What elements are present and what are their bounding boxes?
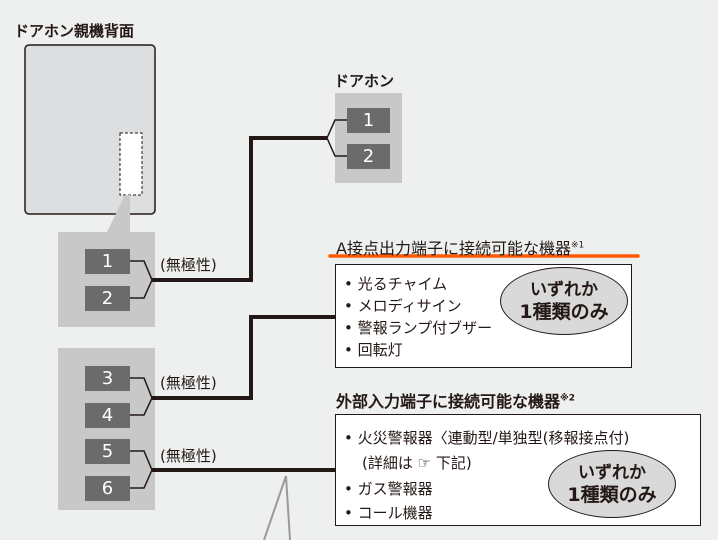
- main-wires: [152, 136, 336, 472]
- detail-reference: (詳細は ☞ 下記): [362, 454, 472, 472]
- external-input-title: 外部入力端子に接続可能な機器※2: [336, 388, 575, 412]
- note-mark: ※2: [560, 393, 576, 404]
- pointer-line: [263, 475, 287, 540]
- terminal-2: 2: [85, 286, 130, 311]
- main-unit-title: ドアホン親機背面: [14, 22, 135, 40]
- terminal-5: 5: [85, 439, 130, 464]
- doorphone-title: ドアホン: [334, 72, 395, 90]
- external-input-title-text: 外部入力端子に接続可能な機器: [336, 392, 561, 411]
- badge-line: 1種類のみ: [567, 484, 657, 506]
- terminal-panel-1: [58, 232, 155, 327]
- a-contact-title-text: A接点出力端子に接続可能な機器: [336, 239, 571, 258]
- list-item: • 火災警報器〈連動型/単独型(移報接点付): [344, 429, 630, 447]
- list-item: • 警報ランプ付ブザー: [344, 319, 493, 337]
- terminal-4: 4: [85, 403, 130, 428]
- badge-line: いずれか: [530, 280, 598, 300]
- list-item: • 光るチャイム: [344, 275, 448, 293]
- doorphone-panel: [335, 93, 402, 183]
- a-contact-title: A接点出力端子に接続可能な機器※1: [336, 235, 584, 259]
- list-item: • メロディサイン: [344, 297, 462, 315]
- pointer-line: [285, 475, 291, 540]
- terminal-3: 3: [85, 366, 130, 391]
- terminal-6: 6: [85, 476, 130, 501]
- terminal-1: 1: [85, 249, 130, 274]
- terminal-location-marker: [119, 132, 143, 196]
- note-mark: ※1: [570, 240, 585, 251]
- badge-line: 1種類のみ: [519, 301, 609, 323]
- badge-line: いずれか: [578, 463, 646, 483]
- branch-wires: [130, 119, 347, 489]
- list-item: • 回転灯: [344, 341, 403, 359]
- polarity-label: (無極性): [160, 447, 217, 465]
- polarity-label: (無極性): [160, 374, 217, 392]
- list-item: • コール機器: [344, 504, 433, 522]
- callout-pointer: [107, 195, 130, 232]
- doorphone-terminal-2: 2: [347, 144, 390, 169]
- doorphone-terminal-1: 1: [347, 108, 390, 133]
- polarity-label: (無極性): [160, 256, 217, 274]
- list-item: • ガス警報器: [344, 480, 433, 498]
